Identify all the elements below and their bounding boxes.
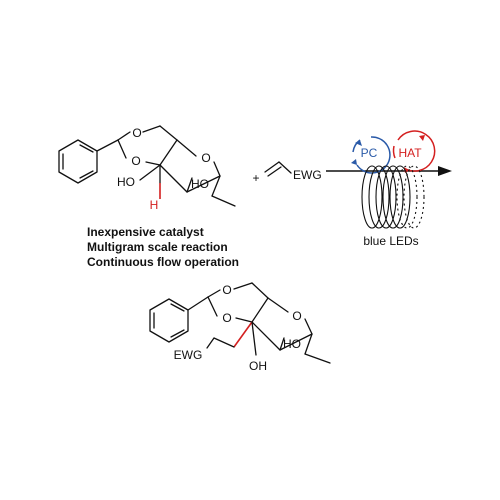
product-c2-hydroxyl-label: HO (283, 337, 301, 351)
feature-item: Inexpensive catalyst (87, 225, 204, 239)
phenyl-ring (58, 139, 98, 184)
photocatalyst-label: PC (361, 146, 378, 160)
product-ring-oxygen-top: O (222, 283, 231, 297)
blue-leds-label: blue LEDs (363, 234, 418, 248)
hat-cycle: HAT (392, 130, 436, 173)
new-cc-bond (233, 321, 253, 348)
feature-item: Continuous flow operation (87, 255, 239, 269)
flow-coil (361, 165, 425, 229)
product-ring-oxygen-right: O (292, 309, 301, 323)
product-c3-hydroxyl-label: OH (249, 359, 267, 373)
ring-oxygen-top: O (132, 126, 141, 140)
pc-cycle: PC (351, 136, 391, 174)
reactive-hydrogen-label: H (150, 198, 159, 212)
c3-hydroxyl-label: HO (117, 175, 135, 189)
c2-hydroxyl-label: HO (191, 177, 209, 191)
arrow-head (438, 166, 452, 176)
reactant-glucoside: O O O HO HO H (58, 125, 236, 212)
product-glucoside: O O O EWG OH HO (149, 282, 331, 373)
feature-list: Inexpensive catalyst Multigram scale rea… (87, 225, 239, 269)
ring-oxygen-right: O (201, 151, 210, 165)
ring-oxygen-left: O (131, 154, 140, 168)
product-ewg-label: EWG (174, 348, 203, 362)
feature-item: Multigram scale reaction (87, 240, 228, 254)
reactant-alkene: EWG (264, 161, 322, 182)
product-ring-oxygen-left: O (222, 311, 231, 325)
alkene-ewg-label: EWG (293, 168, 322, 182)
plus-sign: + (252, 171, 259, 185)
reaction-conditions: PC HAT blue LEDs (326, 130, 452, 248)
product-phenyl-ring (149, 298, 189, 343)
hat-catalyst-label: HAT (398, 146, 422, 160)
